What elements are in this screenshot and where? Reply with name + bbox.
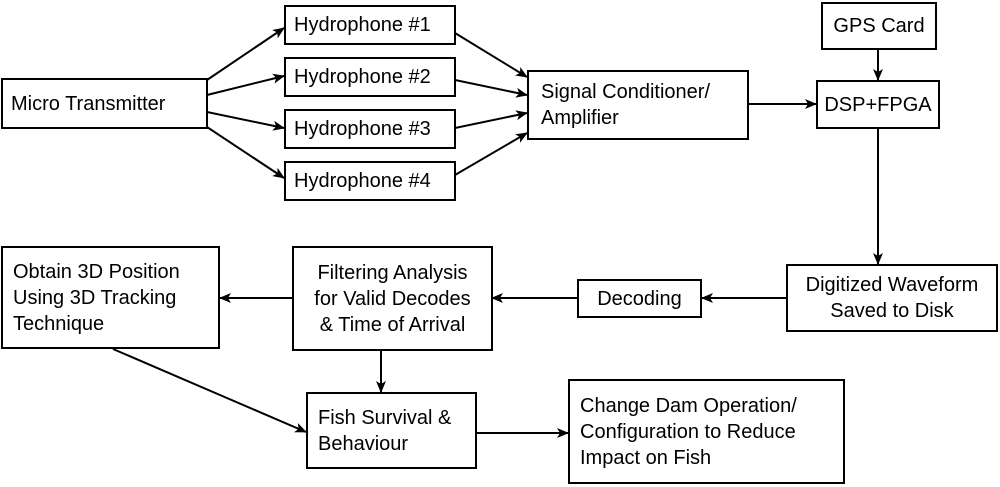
hydrophone-3-box: Hydrophone #3 [284, 109, 456, 149]
arrow-hydrophone-2-to-conditioner [454, 79, 528, 98]
decoding-label: Decoding [597, 287, 682, 310]
arrow-transmitter-to-hydrophone-1 [206, 27, 285, 81]
hydrophone-2-box: Hydrophone #2 [284, 57, 456, 97]
filtering-analysis-box: Filtering Analysis for Valid Decodes & T… [292, 246, 493, 351]
micro-transmitter-label: Micro Transmitter [11, 92, 166, 115]
digitized-waveform-label: Digitized Waveform Saved to Disk [805, 274, 979, 322]
arrow-transmitter-to-hydrophone-2 [206, 73, 285, 96]
obtain-3d-position-box: Obtain 3D Position Using 3D Tracking Tec… [1, 246, 220, 349]
gps-card-box: GPS Card [821, 2, 937, 50]
change-dam-operation-label: Change Dam Operation/ Configuration to R… [580, 394, 797, 469]
arrow-3d-position-to-fish-survival [112, 348, 307, 433]
hydrophone-1-label: Hydrophone #1 [294, 14, 431, 36]
dsp-fpga-box: DSP+FPGA [816, 80, 940, 129]
fish-survival-box: Fish Survival & Behaviour [306, 392, 477, 469]
arrow-transmitter-to-hydrophone-4 [206, 126, 285, 179]
decoding-box: Decoding [577, 279, 702, 318]
hydrophone-2-label: Hydrophone #2 [294, 66, 431, 88]
gps-card-label: GPS Card [833, 15, 925, 37]
hydrophone-1-box: Hydrophone #1 [284, 5, 456, 45]
arrow-hydrophone-3-to-conditioner [454, 110, 528, 129]
signal-conditioner-box: Signal Conditioner/ Amplifier [527, 70, 749, 140]
hydrophone-4-label: Hydrophone #4 [294, 170, 431, 192]
filtering-analysis-label: Filtering Analysis for Valid Decodes & T… [314, 261, 471, 336]
hydrophone-3-label: Hydrophone #3 [294, 118, 431, 140]
obtain-3d-position-label: Obtain 3D Position Using 3D Tracking Tec… [13, 260, 180, 335]
dsp-fpga-label: DSP+FPGA [824, 93, 932, 116]
arrow-transmitter-to-hydrophone-3 [206, 111, 285, 131]
digitized-waveform-box: Digitized Waveform Saved to Disk [786, 264, 998, 332]
micro-transmitter-box: Micro Transmitter [1, 78, 208, 129]
arrow-hydrophone-1-to-conditioner [454, 32, 528, 78]
signal-conditioner-label: Signal Conditioner/ Amplifier [541, 81, 710, 129]
arrow-hydrophone-4-to-conditioner [454, 132, 528, 176]
fish-survival-label: Fish Survival & Behaviour [318, 406, 452, 455]
hydrophone-4-box: Hydrophone #4 [284, 161, 456, 201]
change-dam-operation-box: Change Dam Operation/ Configuration to R… [568, 379, 845, 484]
